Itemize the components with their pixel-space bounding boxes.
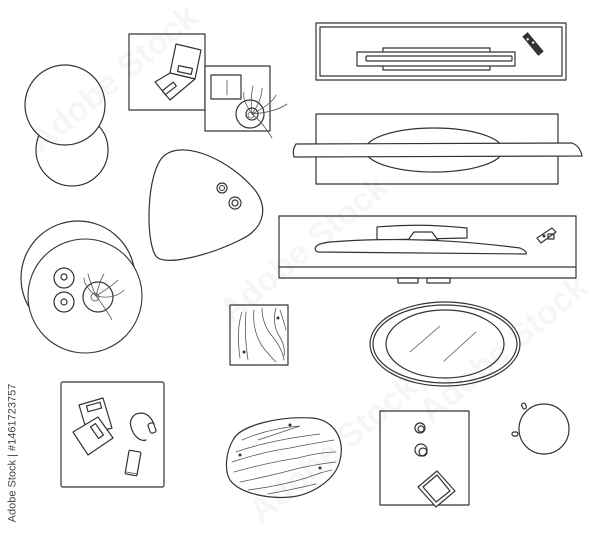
square-table-books-headphones [60,381,165,488]
cup-icon [414,422,428,457]
phone-icon [124,449,142,477]
rounded-triangle-table [148,149,264,261]
laptop-icon [154,43,202,101]
remote-control-icon [522,32,544,56]
wood-square-stool [229,304,289,366]
plant-icon [235,85,288,139]
round-side-table [511,402,570,455]
sideboard-tv [292,113,583,185]
round-table-cups-plant [20,220,143,354]
headphones-icon [129,412,157,441]
book-icon [210,74,242,100]
tv-console-remote [278,215,577,284]
round-stool-pair [24,64,109,187]
cup-icon [53,267,75,313]
stock-credit-text: Adobe Stock | #1461723757 [6,383,19,523]
wood-slab-table [225,417,342,499]
oval-glass-table [369,301,521,387]
picture-frame-icon [417,470,456,508]
book-icon [72,397,114,456]
plant-icon [82,273,125,321]
remote-control-icon [536,227,557,244]
square-table-book-plant [204,65,288,139]
square-table-laptop [128,33,206,111]
tv-stand-remote [315,22,567,81]
stock-credit: Adobe Stock | #1461723757 [2,378,22,528]
square-table-cups-frame [379,410,470,508]
cup-icon [216,182,242,210]
